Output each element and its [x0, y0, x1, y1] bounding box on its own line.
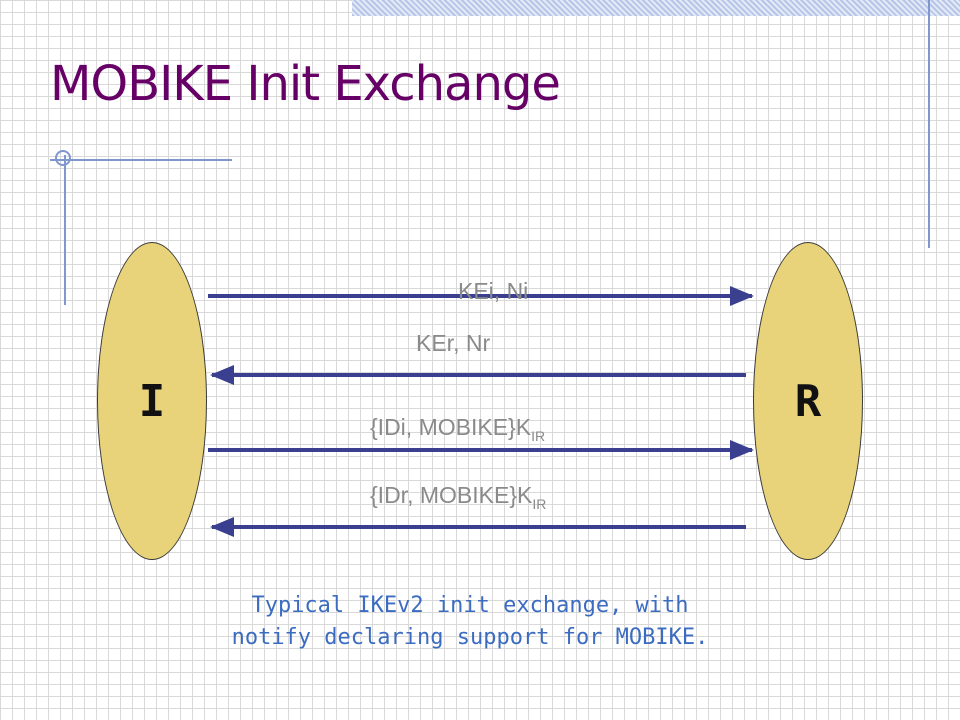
message-label-4-text: {IDr, MOBIKE}K — [370, 482, 533, 508]
title-ring-ornament — [55, 150, 71, 166]
message-label-3-text: {IDi, MOBIKE}K — [370, 414, 532, 440]
initiator-label: I — [138, 375, 166, 427]
initiator-node: I — [97, 242, 207, 560]
right-decorative-rule — [928, 0, 930, 248]
caption: Typical IKEv2 init exchange, with notify… — [120, 590, 820, 654]
message-label-1: KEi, Ni — [458, 278, 528, 308]
message-label-4-subscript: IR — [532, 496, 547, 512]
caption-line-2: notify declaring support for MOBIKE. — [231, 625, 709, 650]
message-label-3: {IDi, MOBIKE}KIR — [370, 414, 545, 444]
top-decorative-band — [352, 0, 960, 16]
title-vertical-rule — [64, 155, 66, 305]
responder-label: R — [794, 375, 822, 427]
slide-title: MOBIKE Init Exchange — [50, 56, 561, 112]
message-label-2-text: KEr, Nr — [416, 330, 491, 356]
message-label-1-text: KEi, Ni — [458, 278, 529, 304]
message-label-3-subscript: IR — [531, 428, 546, 444]
message-label-4: {IDr, MOBIKE}KIR — [370, 482, 546, 512]
caption-line-1: Typical IKEv2 init exchange, with — [251, 593, 689, 618]
responder-node: R — [753, 242, 863, 560]
title-underline — [50, 159, 232, 161]
message-label-2: KEr, Nr — [416, 330, 490, 360]
